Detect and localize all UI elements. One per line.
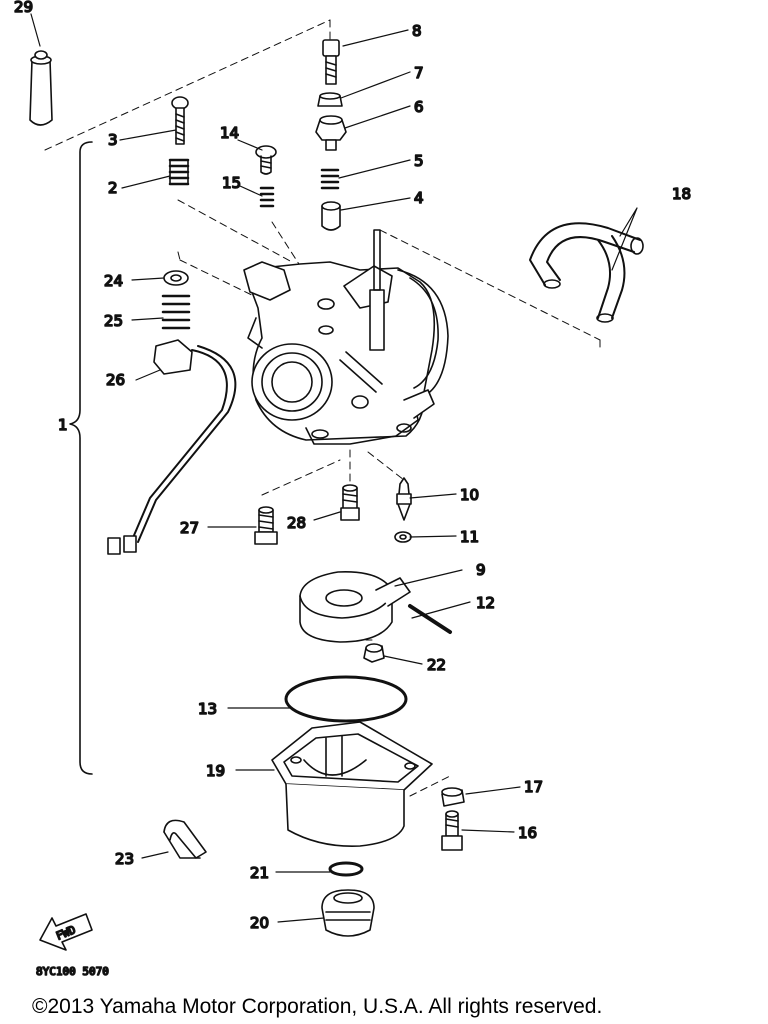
callout-18: 18 (672, 185, 691, 203)
callout-22: 22 (427, 656, 446, 674)
callout-12: 12 (476, 594, 495, 612)
part-21-o-ring (328, 861, 364, 877)
callout-28: 28 (287, 514, 306, 532)
part-25-spring (161, 294, 191, 330)
callout-8: 8 (412, 22, 422, 40)
callout-7: 7 (414, 64, 424, 82)
diagram-code: 8YC100 5070 (36, 965, 109, 978)
callout-24: 24 (104, 272, 123, 290)
part-13-gasket (284, 675, 408, 723)
callout-3: 3 (108, 131, 118, 149)
part-14-screw (255, 145, 277, 175)
part-2-spring (168, 158, 190, 186)
carburetor-body (243, 229, 449, 445)
callout-21: 21 (250, 864, 269, 882)
part-22-drain-plug (363, 643, 385, 663)
callout-9: 9 (476, 561, 486, 579)
callout-1: 1 (58, 416, 68, 434)
part-29-tube (29, 50, 53, 126)
part-12-float-pin (408, 604, 452, 634)
part-3-screw (171, 96, 189, 145)
part-27-main-jet (254, 506, 278, 545)
callout-numbers: 29 8 7 6 3 14 5 2 15 4 18 24 25 26 1 10 … (13, 0, 692, 933)
part-11-clip (394, 531, 412, 543)
callout-17: 17 (524, 778, 543, 796)
callout-14: 14 (220, 124, 239, 142)
forward-arrow-icon: FWD (39, 913, 93, 951)
part-4-valve (321, 201, 341, 231)
callout-11: 11 (460, 528, 479, 546)
part-28-pilot-jet (340, 484, 360, 521)
copyright-notice: ©2013 Yamaha Motor Corporation, U.S.A. A… (32, 995, 603, 1018)
part-10-float-needle (396, 477, 412, 521)
part-5-spring (320, 168, 340, 190)
callout-16: 16 (518, 824, 537, 842)
assembly-bracket (69, 141, 93, 775)
part-15-spring (259, 186, 275, 208)
callout-13: 13 (198, 700, 217, 718)
callout-25: 25 (104, 312, 123, 330)
part-17-washer (441, 787, 465, 807)
callout-6: 6 (414, 98, 424, 116)
part-9-float (299, 571, 411, 643)
callout-20: 20 (250, 914, 269, 932)
callout-23: 23 (115, 850, 134, 868)
callout-26: 26 (106, 371, 125, 389)
callout-4: 4 (414, 189, 424, 207)
part-18-vent-hose (529, 222, 644, 323)
callout-19: 19 (206, 762, 225, 780)
part-24-washer (163, 270, 189, 286)
callout-15: 15 (222, 174, 241, 192)
callout-2a: 2 (108, 179, 118, 197)
part-16-screw (441, 810, 463, 851)
part-23-clamp (163, 819, 207, 859)
part-26-starter-lead (107, 339, 237, 555)
part-6-valve-seat (315, 115, 347, 151)
part-7-nut (317, 92, 343, 107)
callout-10: 10 (460, 486, 479, 504)
callout-5: 5 (414, 152, 424, 170)
callout-29: 29 (14, 0, 33, 16)
part-19-float-bowl (271, 721, 433, 847)
part-8-bolt (322, 39, 340, 85)
part-20-drain-screw (321, 889, 375, 937)
leader-lines (30, 13, 638, 923)
callout-27: 27 (180, 519, 199, 537)
